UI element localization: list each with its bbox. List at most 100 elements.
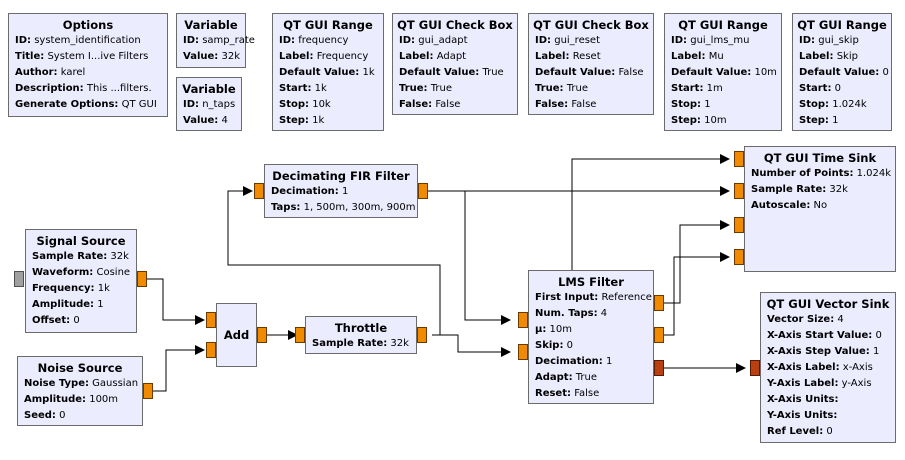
- param-value: 0: [826, 426, 833, 437]
- param-value: 1k: [314, 83, 327, 94]
- param-value: 1, 500m, 300m, 900m: [303, 202, 416, 213]
- lms-output-port-0[interactable]: [654, 295, 664, 311]
- time-sink-input-port-1[interactable]: [734, 183, 744, 199]
- param-row: Label: Frequency: [279, 49, 383, 65]
- time-sink-input-port-0[interactable]: [734, 151, 744, 167]
- param-key: Taps:: [271, 202, 301, 213]
- param-value: 0: [875, 330, 882, 341]
- block-title: Throttle: [334, 321, 388, 335]
- param-row: Author: karel: [15, 65, 167, 81]
- param-row: Sample Rate: 32k: [32, 249, 136, 265]
- fir-input-port[interactable]: [254, 183, 264, 199]
- param-key: Step:: [279, 115, 309, 126]
- fir-output-port[interactable]: [418, 183, 428, 199]
- param-value: system_identification: [34, 35, 141, 46]
- param-value: System I...ive Filters: [47, 51, 149, 62]
- param-row: Skip: 0: [535, 338, 653, 354]
- param-row: Default Value: 1k: [279, 65, 383, 81]
- param-key: Offset:: [32, 315, 71, 326]
- param-key: Amplitude:: [24, 394, 87, 405]
- param-row: Value: 32k: [183, 49, 245, 65]
- add-output-port[interactable]: [257, 327, 267, 343]
- vector-sink-input-port[interactable]: [750, 360, 760, 376]
- block-params: [217, 342, 256, 343]
- param-row: ID: samp_rate: [183, 33, 255, 49]
- param-row: X-Axis Start Value: 0: [767, 328, 895, 344]
- throttle-output-port[interactable]: [417, 327, 427, 343]
- param-key: ID:: [183, 35, 200, 46]
- param-key: False:: [535, 99, 569, 110]
- signal-source-output-port[interactable]: [137, 271, 147, 287]
- param-key: Default Value:: [799, 67, 880, 78]
- add-block[interactable]: Add: [216, 303, 257, 367]
- param-value: True: [430, 83, 452, 94]
- param-value: 1.024k: [832, 99, 867, 110]
- param-value: x-Axis: [842, 362, 873, 373]
- lms-input-port-0[interactable]: [518, 312, 528, 328]
- param-key: X-Axis Units:: [767, 394, 839, 405]
- param-value: 0: [834, 83, 842, 94]
- add-input-port-0[interactable]: [206, 312, 216, 328]
- param-row: Label: Mu: [671, 49, 781, 65]
- param-key: Noise Type:: [24, 378, 89, 389]
- lms-input-port-1[interactable]: [518, 344, 528, 360]
- block-title: Variable: [184, 18, 238, 32]
- param-row: Offset: 0: [32, 313, 136, 329]
- wire-lms-to-timesink-2: [664, 220, 730, 304]
- param-key: Sample Rate:: [32, 251, 108, 262]
- time-sink-input-port-2[interactable]: [734, 217, 744, 233]
- param-value: 1: [832, 115, 839, 126]
- param-key: Stop:: [799, 99, 830, 110]
- param-row: True: True: [399, 81, 517, 97]
- param-row: Value: 4: [183, 113, 241, 129]
- param-value: True: [575, 372, 598, 383]
- param-row: Autoscale: No: [751, 198, 895, 214]
- param-row: Start: 0: [799, 81, 891, 97]
- param-value: 10m: [549, 324, 573, 335]
- wire-throttle-to-lms-skip: [432, 334, 511, 357]
- param-key: Value:: [183, 115, 219, 126]
- lms-vector-output-port[interactable]: [654, 360, 664, 376]
- signal-source-disabled-input-port[interactable]: [14, 271, 24, 287]
- time-sink-input-port-3[interactable]: [734, 249, 744, 265]
- add-input-port-1[interactable]: [206, 342, 216, 358]
- param-value: 1k: [362, 67, 375, 78]
- param-value: n_taps: [202, 99, 236, 110]
- param-value: 1: [342, 186, 349, 197]
- param-value: Cosine: [96, 267, 131, 278]
- param-value: False: [618, 67, 644, 78]
- param-value: y-Axis: [841, 378, 872, 389]
- block-title: Decimating FIR Filter: [272, 169, 410, 183]
- param-key: µ:: [535, 324, 547, 335]
- lms-output-port-1[interactable]: [654, 327, 664, 343]
- param-value: 4: [600, 308, 608, 319]
- param-row: ID: gui_reset: [535, 33, 653, 49]
- param-row: Default Value: 0: [799, 65, 891, 81]
- param-value: 1m: [706, 83, 723, 94]
- noise-source-output-port[interactable]: [143, 383, 153, 399]
- param-row: µ: 10m: [535, 322, 653, 338]
- param-row: Sample Rate: 32k: [312, 336, 416, 352]
- param-row: ID: gui_lms_mu: [671, 33, 781, 49]
- throttle-input-port[interactable]: [295, 327, 305, 343]
- block-title: Options: [62, 18, 114, 32]
- block-title: QT GUI Range: [678, 18, 768, 32]
